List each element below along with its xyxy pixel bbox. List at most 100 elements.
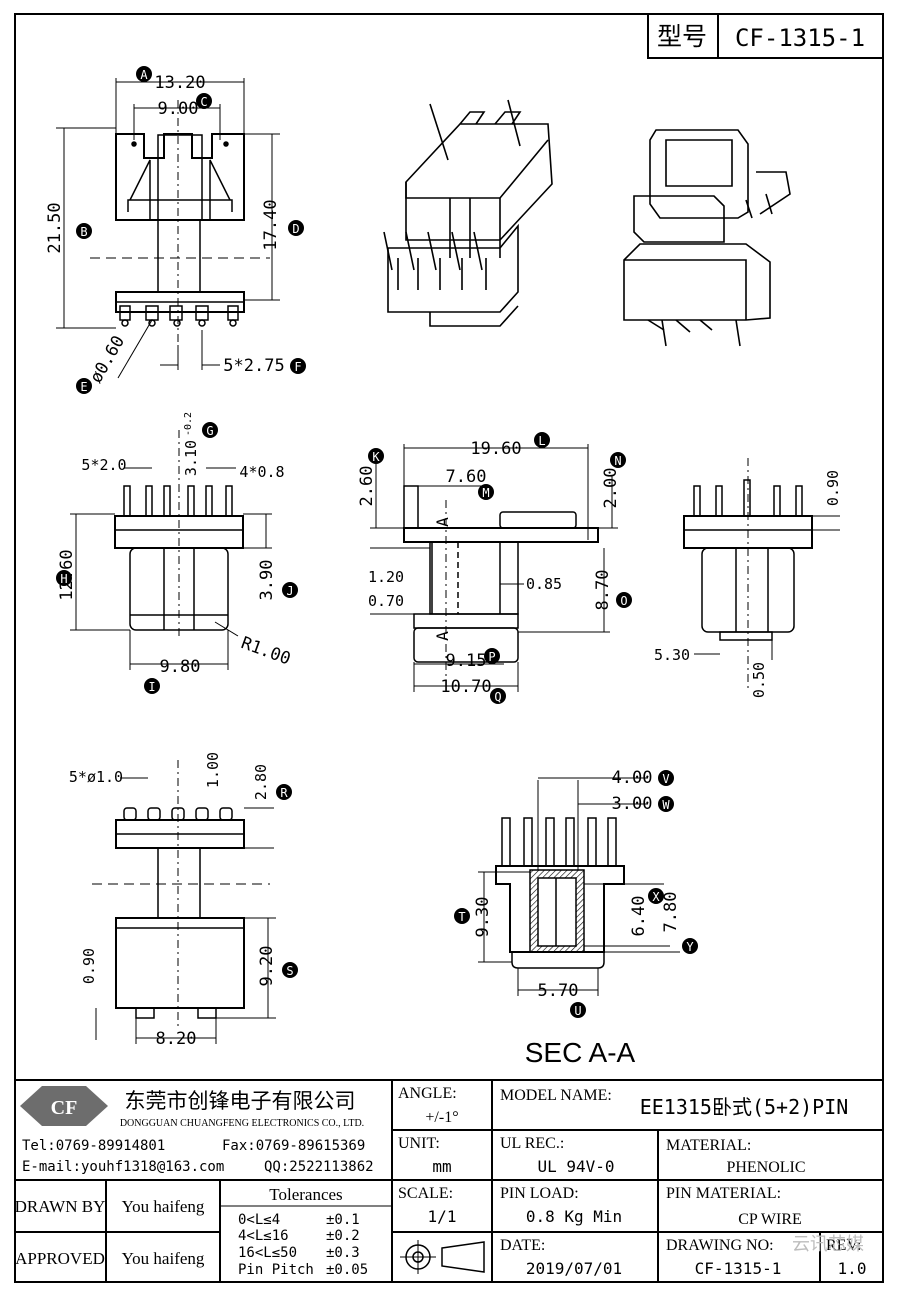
dim-F: 5*2.75: [223, 356, 284, 376]
isometric-view-1: [383, 99, 553, 327]
svg-text:G: G: [206, 424, 213, 438]
tol-value: ±0.1: [326, 1212, 360, 1228]
dim-100: 1.00: [204, 752, 222, 788]
svg-text:H: H: [60, 572, 67, 586]
model-no: CF-1315-1: [735, 24, 865, 52]
dim-U: 5.70: [538, 981, 579, 1001]
drawn-by: You haifeng: [122, 1197, 205, 1216]
dim-pins4: 4*0.8: [239, 463, 284, 481]
dim-C: 9.00: [158, 99, 199, 119]
qq: QQ:2522113862: [264, 1159, 374, 1175]
dim-090r: 0.90: [824, 470, 842, 506]
scale-value: 1/1: [428, 1207, 457, 1226]
pin-load-value: 0.8 Kg Min: [526, 1207, 622, 1226]
svg-text:F: F: [294, 360, 301, 374]
svg-text:Y: Y: [686, 940, 694, 954]
dim-V: 4.00: [612, 768, 653, 788]
side-view-pins-labels: 5*2.0 3.10 -0.2 G 4*0.8 12.60 H 3.90 J 9…: [56, 412, 298, 694]
dim-M: 7.60: [446, 467, 487, 487]
dim-L: 19.60: [470, 439, 521, 459]
section-title: SEC A-A: [525, 1037, 636, 1068]
rev-value: 1.0: [838, 1259, 867, 1278]
material-value: PHENOLIC: [726, 1159, 805, 1176]
dim-N: 2.00: [601, 468, 621, 509]
svg-text:K: K: [372, 450, 380, 464]
dim-D: 17.40: [261, 199, 281, 250]
svg-text:N: N: [614, 454, 621, 468]
dim-E: ø0.60: [86, 332, 129, 386]
front-view-labels: 13.20 A 9.00 C 21.50 B 17.40 D ø0.60 E 5…: [45, 66, 306, 394]
drawn-by-label: DRAWN BY: [15, 1197, 106, 1216]
tel: Tel:0769-89914801: [22, 1138, 165, 1154]
dim-O: 8.70: [593, 570, 613, 611]
dim-050: 0.50: [750, 662, 768, 698]
drawing-no-label: DRAWING NO:: [666, 1237, 774, 1254]
svg-text:W: W: [662, 798, 670, 812]
svg-text:R: R: [280, 786, 288, 800]
model-no-label: 型号: [657, 22, 707, 51]
tol-range: 0<L≤4: [238, 1212, 280, 1228]
svg-text:J: J: [286, 584, 293, 598]
drawing-no-value: CF-1315-1: [695, 1259, 782, 1278]
section-view: [478, 777, 680, 996]
dim-I: 9.80: [160, 657, 201, 677]
svg-text:B: B: [80, 225, 87, 239]
company-name-en: DONGGUAN CHUANGFENG ELECTRONICS CO., LTD…: [120, 1118, 364, 1129]
svg-text:S: S: [286, 964, 293, 978]
isometric-view-2: [623, 129, 791, 347]
dim-P: 9.15: [446, 651, 487, 671]
dim-J: 3.90: [257, 560, 277, 601]
dim-R1: R1.00: [238, 633, 293, 669]
date-label: DATE:: [500, 1237, 545, 1254]
projection-symbol: [400, 1240, 485, 1274]
angle-value: +/-1°: [425, 1109, 458, 1126]
tol-value: ±0.3: [326, 1245, 360, 1261]
title-block: [15, 1079, 883, 1282]
dim-pins5: 5*2.0: [81, 456, 126, 474]
dim-Q: 10.70: [440, 677, 491, 697]
unit-label: UNIT:: [398, 1135, 440, 1152]
front-view: [56, 78, 280, 379]
dim-820: 8.20: [156, 1029, 197, 1049]
scale-label: SCALE:: [398, 1185, 453, 1202]
pin-load-label: PIN LOAD:: [500, 1185, 579, 1202]
tol-value: ±0.2: [326, 1228, 360, 1244]
sheet-border: [14, 13, 884, 1283]
watermark: 云讯芯媒: [792, 1234, 864, 1254]
svg-text:V: V: [662, 772, 669, 786]
dim-X: 6.40: [629, 896, 649, 937]
dim-090: 0.90: [80, 948, 98, 984]
dim-W: 3.00: [612, 794, 653, 814]
email: E-mail:youhf1318@163.com: [22, 1159, 224, 1175]
fax: Fax:0769-89615369: [222, 1138, 365, 1154]
pin-material-label: PIN MATERIAL:: [666, 1185, 781, 1202]
section-view-labels: 4.00 V 3.00 W 9.30 T 6.40 X 7.80 Y 5.70 …: [454, 768, 698, 1068]
material-label: MATERIAL:: [666, 1137, 751, 1154]
dim-530: 5.30: [654, 646, 690, 664]
company-logo: CF: [20, 1086, 108, 1126]
ul-value: UL 94V-0: [537, 1157, 614, 1176]
company-name-cn: 东莞市创锋电子有限公司: [125, 1089, 356, 1113]
svg-text:C: C: [200, 95, 207, 109]
svg-text:M: M: [482, 486, 489, 500]
dim-G: 3.10: [182, 440, 200, 476]
logo-text: CF: [51, 1097, 78, 1119]
dim-Y: 7.80: [661, 892, 681, 933]
dim-pin-dia: 5*ø1.0: [69, 768, 123, 786]
model-name-label: MODEL NAME:: [500, 1087, 612, 1104]
section-mark-top: A: [433, 517, 452, 527]
svg-text:A: A: [140, 68, 148, 82]
bottom-view-labels: 5*ø1.0 1.00 2.80 R 0.90 9.20 S 8.20: [69, 752, 298, 1049]
dim-B: 21.50: [45, 202, 65, 253]
svg-text:P: P: [488, 650, 495, 664]
svg-text:L: L: [538, 434, 545, 448]
svg-text:Q: Q: [494, 690, 501, 704]
right-side-view-labels: 0.90 5.30 0.50: [654, 470, 842, 698]
dim-070: 0.70: [368, 592, 404, 610]
svg-text:T: T: [458, 910, 465, 924]
section-mark-bottom: A: [433, 631, 452, 641]
bottom-view: [92, 760, 276, 1044]
unit-value: mm: [432, 1157, 451, 1176]
dim-T: 9.30: [473, 897, 493, 938]
